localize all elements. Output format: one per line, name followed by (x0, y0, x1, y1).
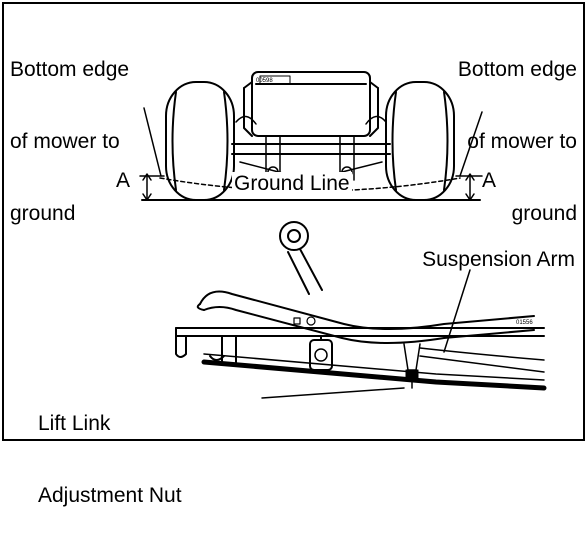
deck-rail (201, 359, 547, 391)
left-tire (165, 81, 235, 201)
suspension-side-view (175, 221, 547, 399)
dimension-a-right: A (482, 169, 497, 192)
right-leader-line (459, 111, 483, 177)
left-edge-label: Bottom edge of mower to ground (10, 10, 129, 274)
right-tire (385, 81, 455, 201)
right-edge-label-line-2: of mower to (467, 130, 577, 153)
left-edge-label-line-2: of mower to (10, 130, 120, 153)
mower-adjustment-illustration: 00598 01556 (139, 71, 547, 399)
lift-link-label-line-2: Adjustment Nut (38, 484, 182, 507)
right-edge-label-line-1: Bottom edge (457, 58, 577, 81)
left-leader-line (143, 107, 162, 177)
mower-body (251, 71, 371, 137)
adjustment-nut (405, 369, 419, 379)
lift-link-label: Lift Link Adjustment Nut (38, 364, 182, 556)
suspension-arm-leader (443, 269, 471, 353)
lift-link-leader (261, 387, 405, 399)
left-edge-label-line-1: Bottom edge (10, 58, 130, 81)
mower-front-view (139, 71, 483, 201)
illustration-frame: 00598 01556 Bottom edge of mower to grou… (2, 2, 585, 507)
bottom-figure-code: 01556 (516, 320, 533, 326)
suspension-arm-label: Suspension Arm (422, 248, 575, 271)
right-edge-label: Bottom edge of mower to ground (458, 10, 577, 274)
top-figure-code: 00598 (256, 78, 273, 84)
dimension-a-left: A (116, 169, 131, 192)
lift-link-label-line-1: Lift Link (38, 412, 111, 435)
lift-handle-ring (279, 221, 309, 251)
right-edge-label-line-3: ground (511, 202, 577, 225)
left-edge-label-line-3: ground (10, 202, 76, 225)
ground-line-label: Ground Line (232, 172, 352, 196)
